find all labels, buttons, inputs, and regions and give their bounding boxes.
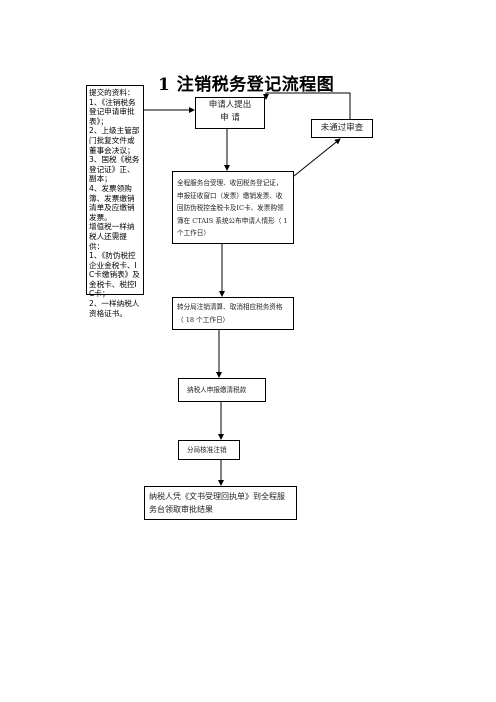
materials-line: 提交的资料： xyxy=(89,88,135,97)
materials-line: 3、国税《税务登记证》正、副本； xyxy=(89,155,140,184)
page-title: 1 注销税务登记流程图 xyxy=(158,75,335,95)
materials-line: 1、《注销税务登记申请审批表》； xyxy=(89,97,136,126)
reject-box: 未通过审查 xyxy=(311,119,373,138)
loop-reject-to-apply xyxy=(265,92,351,119)
materials-line: 1、《防伪税控企业金税卡、IC卡缴销表》及金税卡、税控IC卡； xyxy=(89,251,140,299)
step-approve-box: 分局核准注销 xyxy=(178,440,240,460)
step-declare-tax-box: 纳税人申报缴清税款 xyxy=(178,378,266,402)
materials-line: 2、一样纳税人资格证书。 xyxy=(89,299,140,318)
step-apply-box: 申请人提出 申 请 xyxy=(195,97,265,129)
step-apply-line2: 申 请 xyxy=(220,113,240,123)
arrow-service-to-reject xyxy=(293,138,341,177)
step-transfer-box: 转分局注销清算、取消相应税务资格（ 18 个工作日） xyxy=(172,297,294,330)
required-materials-box: 提交的资料： 1、《注销税务登记申请审批表》； 2、上级主管部门批复文件或董事会… xyxy=(86,85,144,318)
step-collect-result-box: 纳税人凭《文书受理回执单》到全程服务台领取审批结果 xyxy=(144,486,297,520)
materials-line: 增值税一样纳税人还需提供： xyxy=(89,222,135,251)
step-service-desk-box: 全程服务台受理、收回税务登记证，申报征收窗口（发票）缴销发票、收回防伪税控金税卡… xyxy=(172,171,294,244)
materials-line: 2、上级主管部门批复文件或董事会决议； xyxy=(89,126,140,155)
step-apply-line1: 申请人提出 xyxy=(208,100,252,110)
materials-line: 4、发票领购簿、发票缴销清单及应缴销发票。 xyxy=(89,183,135,222)
